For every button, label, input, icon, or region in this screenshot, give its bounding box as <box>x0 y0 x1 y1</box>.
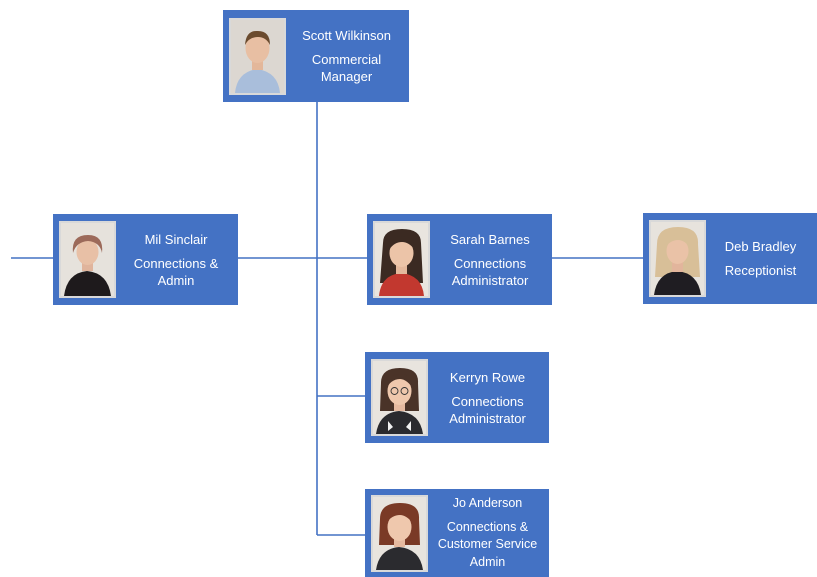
woman-portrait-icon <box>59 221 116 298</box>
card-text: Deb Bradley Receptionist <box>706 238 811 279</box>
employee-title-line: Admin <box>469 554 506 569</box>
woman-portrait-icon <box>373 221 430 298</box>
employee-title-line: Connections & <box>133 255 219 271</box>
card-text: Sarah Barnes Connections Administrator <box>430 231 546 289</box>
card-text: Jo Anderson Connections & Customer Servi… <box>428 495 543 571</box>
employee-title-line: Connections <box>451 393 524 409</box>
employee-name: Deb Bradley <box>724 239 797 254</box>
org-card-scott-wilkinson: Scott Wilkinson Commercial Manager <box>223 10 409 102</box>
card-text: Kerryn Rowe Connections Administrator <box>428 369 543 427</box>
employee-title-line: Connections & <box>446 519 529 534</box>
woman-portrait-icon <box>371 359 428 436</box>
employee-title-line: Administrator <box>449 410 526 426</box>
employee-title-line: Connections <box>453 255 527 271</box>
employee-title-line: Admin <box>157 272 195 288</box>
employee-title-line: Receptionist <box>724 263 797 278</box>
woman-portrait-icon <box>649 220 706 297</box>
employee-name: Jo Anderson <box>452 496 523 510</box>
employee-title-line: Manager <box>320 69 373 84</box>
card-text: Scott Wilkinson Commercial Manager <box>286 27 403 85</box>
org-card-jo-anderson: Jo Anderson Connections & Customer Servi… <box>365 489 549 577</box>
org-card-deb-bradley: Deb Bradley Receptionist <box>643 213 817 304</box>
org-card-kerryn-rowe: Kerryn Rowe Connections Administrator <box>365 352 549 443</box>
employee-title-line: Customer Service <box>437 537 538 551</box>
employee-name: Kerryn Rowe <box>449 369 526 385</box>
employee-title-line: Commercial <box>311 52 382 67</box>
man-portrait-icon <box>229 17 286 95</box>
card-text: Mil Sinclair Connections & Admin <box>116 231 232 289</box>
employee-name: Sarah Barnes <box>450 231 530 247</box>
woman-portrait-icon <box>371 494 428 572</box>
employee-name: Mil Sinclair <box>144 231 208 247</box>
employee-title-line: Administrator <box>451 272 529 288</box>
employee-name: Scott Wilkinson <box>302 28 391 43</box>
org-card-sarah-barnes: Sarah Barnes Connections Administrator <box>367 214 552 305</box>
org-card-mil-sinclair: Mil Sinclair Connections & Admin <box>53 214 238 305</box>
